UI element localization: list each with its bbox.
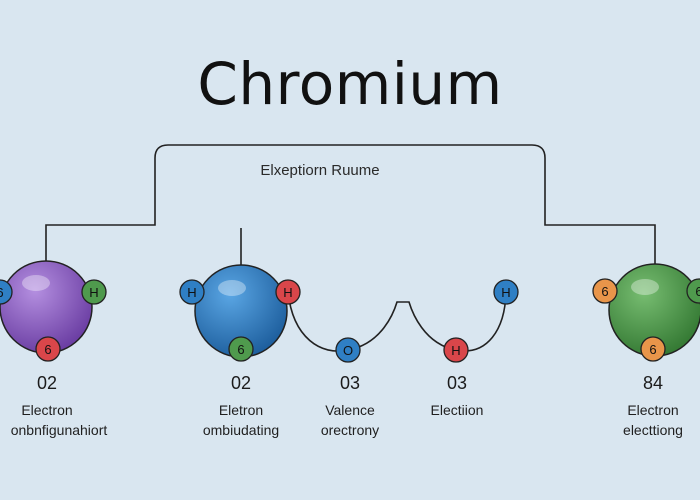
- badge-label: H: [283, 285, 292, 300]
- caption-line2: ombiudating: [202, 422, 280, 438]
- caption-line1: Valence: [325, 402, 375, 418]
- caption-line2: orectrony: [320, 422, 380, 438]
- blue-atom-badge-bottom: 6: [228, 336, 254, 362]
- badge-label: 6: [0, 285, 4, 300]
- purple-atom-badge-bottom: 6: [35, 336, 61, 362]
- hydrogen-node-red: H: [443, 337, 469, 363]
- caption-number: 02: [230, 373, 252, 393]
- green-atom-badge-left: 6: [592, 278, 618, 304]
- green-atom: [608, 263, 700, 357]
- green-atom-badge-right: 6: [686, 278, 700, 304]
- purple-atom-badge-right: H: [81, 279, 107, 305]
- oxygen-node: O: [335, 337, 361, 363]
- blue-atom-badge-right: H: [275, 279, 301, 305]
- caption-number: 03: [339, 373, 361, 393]
- caption-line1: Electiion: [430, 402, 484, 418]
- badge-label: H: [187, 285, 196, 300]
- badge-label: 6: [601, 284, 608, 299]
- diagram-subtitle: Elxeptiorn Ruume: [260, 162, 380, 179]
- caption-line1: Eletron: [218, 402, 264, 418]
- caption-number: 03: [446, 373, 468, 393]
- caption-line2: onbnfigunahiort: [10, 422, 108, 438]
- caption-number: 02: [36, 373, 58, 393]
- badge-label: H: [89, 285, 98, 300]
- badge-label: 6: [237, 342, 244, 357]
- wave-connector-line: [287, 291, 507, 352]
- badge-label: 6: [649, 342, 656, 357]
- badge-label: 6: [44, 342, 51, 357]
- bracket-line: [45, 144, 656, 265]
- node-label: H: [501, 285, 510, 300]
- purple-atom-badge-left: 6: [0, 279, 13, 305]
- caption-line2: electtiong: [623, 422, 683, 438]
- node-label: O: [343, 343, 353, 358]
- caption-number: 84: [642, 373, 664, 393]
- badge-label: 6: [695, 284, 700, 299]
- caption-line1: Electron: [627, 402, 679, 418]
- caption-line1: Electron: [21, 402, 73, 418]
- blue-atom-badge-left: H: [179, 279, 205, 305]
- page-title: Chromium: [197, 50, 503, 118]
- green-atom-badge-bottom: 6: [640, 336, 666, 362]
- hydrogen-node-blue: H: [493, 279, 519, 305]
- node-label: H: [451, 343, 460, 358]
